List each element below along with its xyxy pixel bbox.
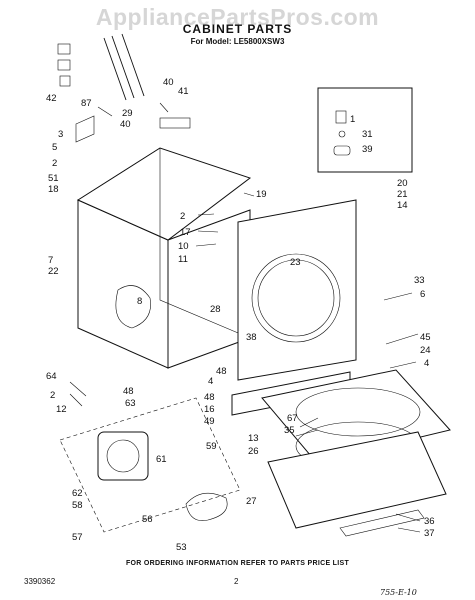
callout-14: 14 bbox=[397, 200, 408, 211]
callout-3: 3 bbox=[58, 129, 63, 140]
callout-19: 19 bbox=[256, 189, 267, 200]
callout-87: 87 bbox=[81, 98, 92, 109]
callout-4-mid: 4 bbox=[208, 376, 213, 387]
callout-39: 39 bbox=[362, 144, 373, 155]
callout-labels: 42 87 3 5 2 51 18 29 40 40 41 19 2 17 10… bbox=[46, 77, 435, 553]
motor-assembly bbox=[59, 397, 241, 533]
callout-17: 17 bbox=[180, 227, 191, 238]
callout-67: 67 bbox=[287, 413, 298, 424]
callout-48: 48 bbox=[216, 366, 227, 377]
callout-63: 63 bbox=[125, 398, 136, 409]
callout-26: 26 bbox=[248, 446, 259, 457]
callout-8: 8 bbox=[137, 296, 142, 307]
callout-38: 38 bbox=[246, 332, 257, 343]
callout-27: 27 bbox=[246, 496, 257, 507]
callout-7: 7 bbox=[48, 255, 53, 266]
callout-45: 45 bbox=[420, 332, 431, 343]
callout-36: 36 bbox=[424, 516, 435, 527]
callout-33: 33 bbox=[414, 275, 425, 286]
callout-58: 58 bbox=[72, 500, 83, 511]
callout-13: 13 bbox=[248, 433, 259, 444]
callout-1: 1 bbox=[350, 114, 355, 125]
callout-42: 42 bbox=[46, 93, 57, 104]
callout-62: 62 bbox=[72, 488, 83, 499]
diagram-title: CABINET PARTS bbox=[182, 22, 293, 36]
callout-2-low: 2 bbox=[50, 390, 55, 401]
callout-29: 29 bbox=[122, 108, 133, 119]
callout-48-low: 48 bbox=[204, 392, 215, 403]
callout-61: 61 bbox=[156, 454, 167, 465]
callout-35: 35 bbox=[284, 425, 295, 436]
callout-41: 41 bbox=[178, 86, 189, 97]
callout-49: 49 bbox=[204, 416, 215, 427]
callout-24: 24 bbox=[420, 345, 431, 356]
callout-2-mid: 2 bbox=[180, 211, 185, 222]
inset-box bbox=[317, 87, 413, 173]
callout-57: 57 bbox=[72, 532, 83, 543]
callout-48-motor: 48 bbox=[123, 386, 134, 397]
callout-2-top: 2 bbox=[52, 158, 57, 169]
callout-10: 10 bbox=[178, 241, 189, 252]
page-number: 2 bbox=[234, 577, 239, 586]
callout-6: 6 bbox=[420, 289, 425, 300]
cabinet-base bbox=[261, 369, 451, 537]
callout-53: 53 bbox=[176, 542, 187, 553]
callout-4-right: 4 bbox=[424, 358, 429, 369]
front-panel bbox=[237, 199, 357, 381]
handwritten-note: 755-E-10 bbox=[380, 588, 417, 597]
callout-18: 18 bbox=[48, 184, 59, 195]
callout-64: 64 bbox=[46, 371, 57, 382]
callout-37: 37 bbox=[424, 528, 435, 539]
watermark: AppliancePartsPros.com bbox=[95, 4, 380, 30]
callout-40-left: 40 bbox=[120, 119, 131, 130]
callout-16: 16 bbox=[204, 404, 215, 415]
callout-21: 21 bbox=[397, 189, 408, 200]
callout-12: 12 bbox=[56, 404, 67, 415]
callout-5: 5 bbox=[52, 142, 57, 153]
document-number: 3390362 bbox=[24, 577, 56, 586]
callout-56: 56 bbox=[142, 514, 153, 525]
cabinet-shell bbox=[76, 147, 252, 369]
leader-lines bbox=[69, 102, 421, 533]
callout-31: 31 bbox=[362, 129, 373, 140]
top-control-parts bbox=[57, 33, 191, 143]
callout-40: 40 bbox=[163, 77, 174, 88]
callout-11: 11 bbox=[178, 254, 188, 265]
model-line: For Model: LE5800XSW3 bbox=[190, 37, 285, 46]
callout-59: 59 bbox=[206, 441, 217, 452]
callout-20: 20 bbox=[397, 178, 408, 189]
callout-51: 51 bbox=[48, 173, 59, 184]
callout-23: 23 bbox=[290, 257, 301, 268]
callout-28: 28 bbox=[210, 304, 221, 315]
callout-22: 22 bbox=[48, 266, 59, 277]
footer-note: FOR ORDERING INFORMATION REFER TO PARTS … bbox=[125, 560, 350, 567]
